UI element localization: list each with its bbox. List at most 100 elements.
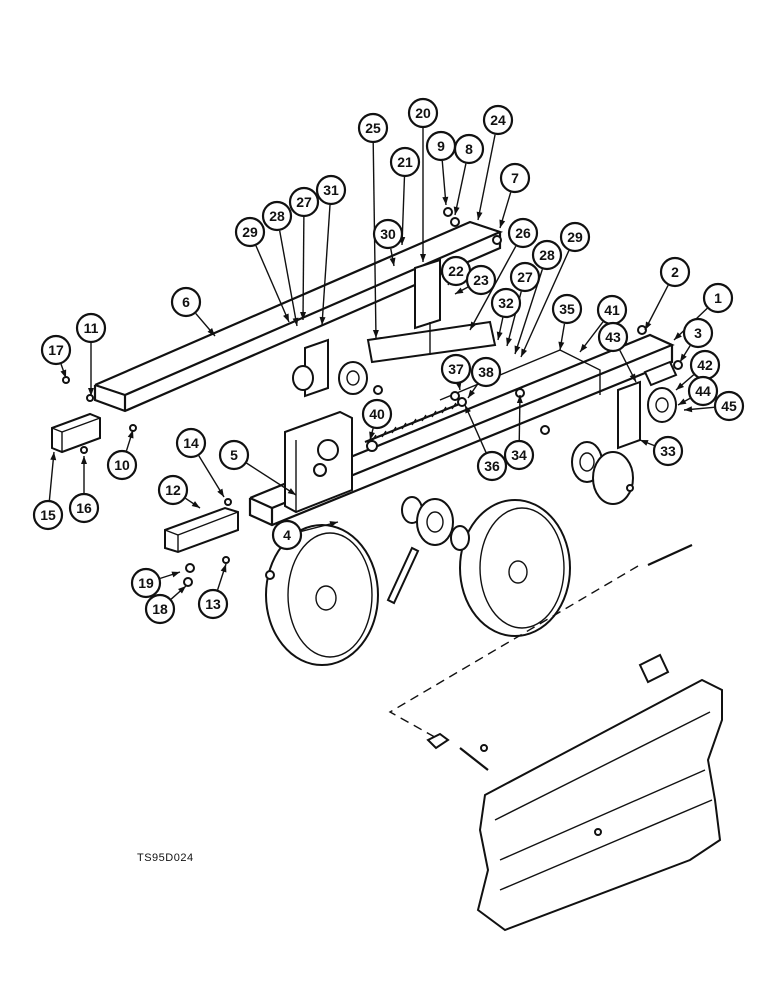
callout-37: 37 xyxy=(440,353,472,385)
leader-line-27 xyxy=(302,216,305,321)
callout-label-25: 25 xyxy=(365,120,381,136)
callout-label-29: 29 xyxy=(567,229,583,245)
leader-arrowhead-1 xyxy=(674,332,682,340)
callout-label-28: 28 xyxy=(269,208,285,224)
callout-circle-28 xyxy=(261,200,293,232)
left-large-disc xyxy=(265,524,379,666)
callout-circle-9 xyxy=(425,130,457,162)
leader-line-29 xyxy=(520,250,570,358)
callout-circle-18 xyxy=(144,593,176,625)
callout-label-2: 2 xyxy=(671,264,679,280)
callout-43: 43 xyxy=(597,321,629,353)
callout-31: 31 xyxy=(315,174,347,206)
callout-circle-29 xyxy=(234,216,266,248)
leader-arrowhead-19 xyxy=(171,571,180,578)
leader-line-29 xyxy=(255,245,290,323)
leader-line-24 xyxy=(477,134,496,221)
callout-41: 41 xyxy=(596,294,628,326)
leader-arrowhead-3 xyxy=(680,353,687,362)
callout-circle-1 xyxy=(702,282,734,314)
leader-arrowhead-28 xyxy=(292,317,299,326)
leader-arrowhead-41 xyxy=(580,343,588,352)
callout-label-9: 9 xyxy=(437,138,445,154)
threaded-rod xyxy=(364,401,463,444)
callout-9: 9 xyxy=(425,130,457,162)
callout-label-16: 16 xyxy=(76,500,92,516)
leader-arrowhead-27 xyxy=(300,311,307,320)
callout-label-11: 11 xyxy=(84,320,99,336)
callout-circle-24 xyxy=(482,104,514,136)
callout-label-33: 33 xyxy=(660,443,676,459)
callout-circle-3 xyxy=(682,317,714,349)
spacer-plate xyxy=(164,506,239,554)
leader-arrowhead-17 xyxy=(60,369,67,378)
callout-label-23: 23 xyxy=(473,272,489,288)
callout-label-28: 28 xyxy=(539,247,555,263)
callout-circle-35 xyxy=(551,293,583,325)
leader-arrowhead-28 xyxy=(514,345,521,354)
callout-label-22: 22 xyxy=(448,263,464,279)
callout-label-35: 35 xyxy=(559,301,575,317)
callout-label-26: 26 xyxy=(515,225,531,241)
callout-7: 7 xyxy=(499,162,531,194)
callout-27: 27 xyxy=(288,186,320,218)
callout-label-37: 37 xyxy=(448,361,464,377)
callout-28: 28 xyxy=(531,239,563,271)
callout-19: 19 xyxy=(130,567,162,599)
callout-circle-10 xyxy=(106,449,138,481)
callout-circle-14 xyxy=(175,427,207,459)
callout-27: 27 xyxy=(509,261,541,293)
right-large-disc xyxy=(459,499,571,637)
callout-label-24: 24 xyxy=(490,112,506,128)
leader-arrowhead-13 xyxy=(220,564,227,573)
callout-label-27: 27 xyxy=(296,194,312,210)
callout-label-43: 43 xyxy=(605,329,621,345)
leader-arrowhead-4 xyxy=(329,521,338,527)
callout-label-41: 41 xyxy=(604,302,620,318)
leader-arrowhead-31 xyxy=(319,316,326,325)
upper-idler-left xyxy=(292,338,368,398)
callout-label-13: 13 xyxy=(205,596,221,612)
leader-arrowhead-7 xyxy=(499,219,506,228)
callout-label-21: 21 xyxy=(397,154,413,170)
callout-label-3: 3 xyxy=(694,325,702,341)
leader-arrowhead-2 xyxy=(645,321,652,330)
callout-circle-4 xyxy=(271,519,303,551)
leader-line-36 xyxy=(464,404,487,453)
callout-circle-31 xyxy=(315,174,347,206)
callout-label-42: 42 xyxy=(697,357,713,373)
callout-33: 33 xyxy=(652,435,684,467)
callout-circle-33 xyxy=(652,435,684,467)
callout-circle-45 xyxy=(713,390,745,422)
leader-line-31 xyxy=(321,204,331,326)
leader-arrowhead-35 xyxy=(558,341,565,350)
alignment-line xyxy=(388,565,639,741)
callout-label-4: 4 xyxy=(283,527,291,543)
callout-circle-23 xyxy=(465,264,497,296)
callout-13: 13 xyxy=(197,588,229,620)
callout-45: 45 xyxy=(713,390,745,422)
callout-11: 11 xyxy=(75,312,107,344)
callout-label-38: 38 xyxy=(478,364,494,380)
callout-36: 36 xyxy=(476,450,508,482)
callout-24: 24 xyxy=(482,104,514,136)
right-small-disc xyxy=(571,441,634,505)
leader-arrowhead-33 xyxy=(640,440,649,446)
leader-arrowhead-27 xyxy=(506,337,512,346)
callout-15: 15 xyxy=(32,499,64,531)
leader-arrowhead-26 xyxy=(470,321,477,330)
callout-5: 5 xyxy=(218,439,250,471)
callout-label-44: 44 xyxy=(695,383,711,399)
callout-26: 26 xyxy=(507,217,539,249)
callout-label-30: 30 xyxy=(380,226,396,242)
leader-arrowhead-40 xyxy=(369,431,375,440)
callout-25: 25 xyxy=(357,112,389,144)
leader-arrowhead-30 xyxy=(389,257,396,266)
leader-arrowhead-20 xyxy=(420,254,426,262)
callout-28: 28 xyxy=(261,200,293,232)
leader-arrowhead-25 xyxy=(372,329,379,338)
leader-arrowhead-29 xyxy=(283,313,289,322)
cover-shroud xyxy=(426,653,723,932)
